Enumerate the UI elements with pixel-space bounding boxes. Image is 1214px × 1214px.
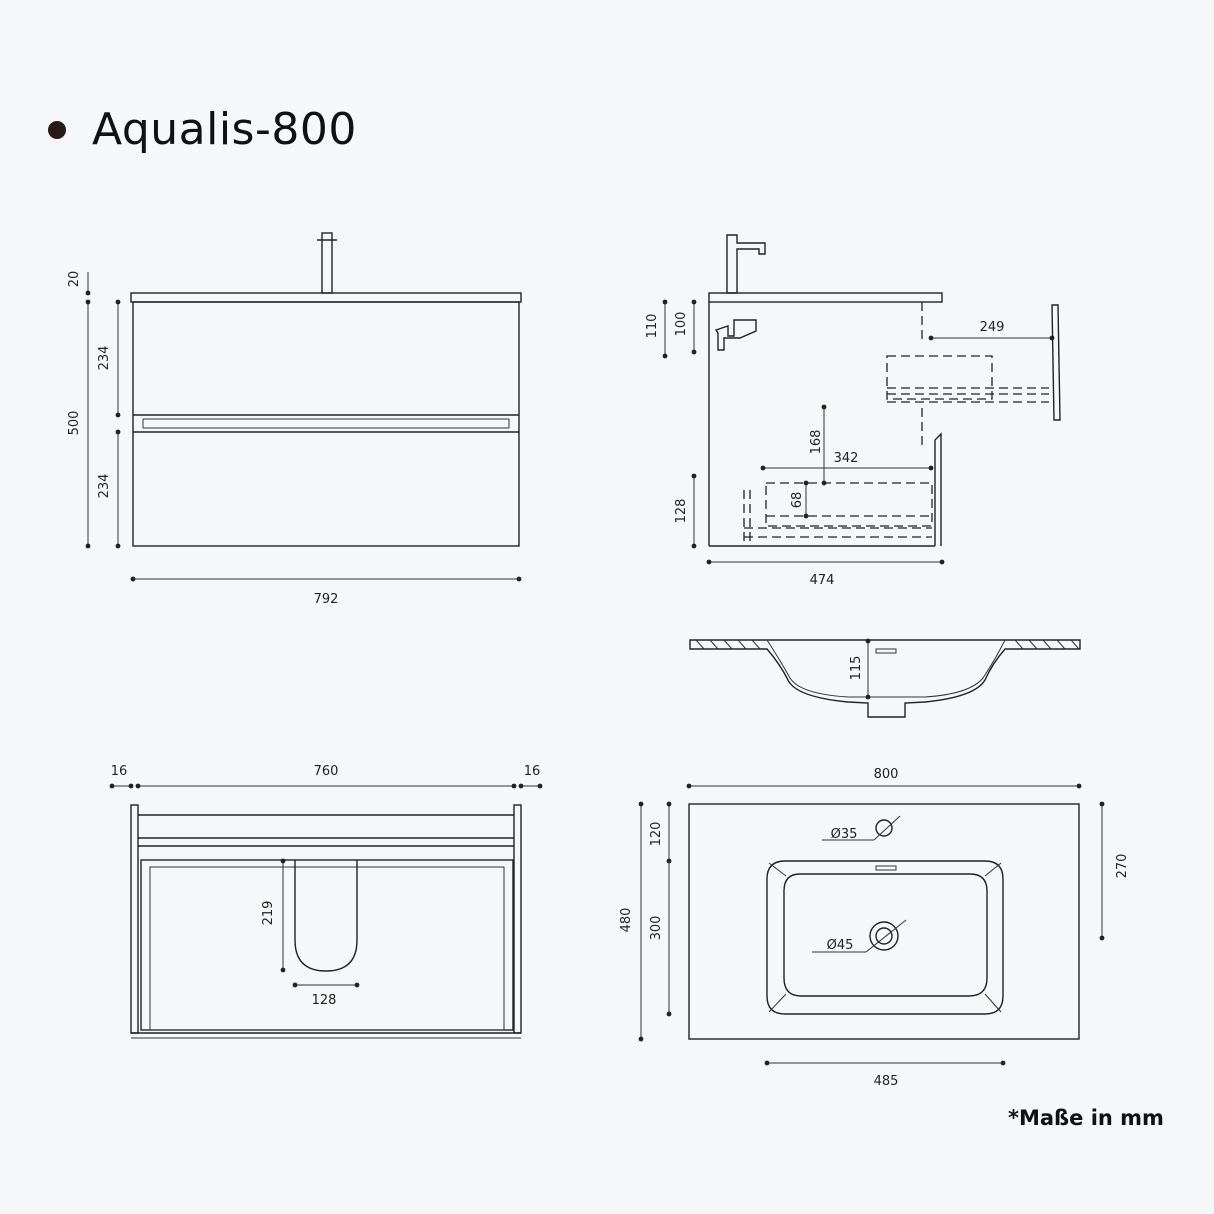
cab-dim-cutout-depth: 219 — [261, 901, 276, 926]
front-dim-drawer-bottom: 234 — [97, 474, 112, 499]
basin-top-view: 800 Ø35 Ø45 480 120 300 270 485 — [619, 767, 1130, 1089]
front-view: 20 500 234 234 792 — [67, 232, 522, 607]
units-note: *Maße in mm — [1008, 1106, 1164, 1130]
basin-bowl-outer — [766, 860, 1004, 1015]
basin-dim-drain-hole: Ø45 — [827, 938, 854, 953]
side-view: 110 100 128 249 342 168 68 474 — [645, 234, 1061, 588]
front-dim-top: 20 — [67, 271, 82, 288]
front-dim-drawer-top: 234 — [97, 346, 112, 371]
side-dim-110: 110 — [645, 314, 660, 339]
title-block: Aqualis-800 — [48, 104, 357, 155]
side-dim-inner-height: 168 — [809, 430, 824, 455]
side-siphon — [714, 319, 757, 351]
side-dim-lower-inner: 68 — [790, 492, 805, 509]
basin-section-dim-depth: 115 — [849, 656, 864, 681]
basin-top-outline — [688, 803, 1080, 1040]
front-cabinet — [132, 301, 520, 547]
side-lower-drawer — [765, 482, 933, 527]
title-bullet-icon — [48, 120, 66, 139]
side-upper-drawer — [886, 355, 993, 400]
cab-top-dim-right: 16 — [524, 764, 541, 779]
cab-left-side — [130, 804, 139, 1034]
page-title: Aqualis-800 — [92, 104, 357, 155]
basin-dim-depth: 480 — [619, 908, 634, 933]
basin-dim-tap-hole: Ø35 — [831, 827, 858, 842]
cab-dim-cutout-width: 128 — [312, 993, 337, 1008]
basin-dim-bowl-depth: 270 — [1115, 854, 1130, 879]
cab-top-dim-inner: 760 — [314, 764, 339, 779]
front-countertop — [130, 292, 522, 303]
side-countertop — [708, 292, 943, 303]
basin-dim-front-offset: 120 — [649, 822, 664, 847]
basin-bowl-inner — [783, 873, 988, 997]
side-upper-drawer-front — [1051, 304, 1061, 421]
basin-section-outline — [689, 639, 1081, 718]
drain-hole-icon — [869, 921, 899, 951]
front-faucet — [321, 232, 333, 294]
front-dim-height: 500 — [67, 411, 82, 436]
side-dim-lower-drawer: 342 — [834, 451, 859, 466]
side-dim-upper-drawer: 249 — [980, 320, 1005, 335]
front-dim-width: 792 — [314, 592, 339, 607]
side-faucet — [726, 234, 766, 294]
cab-siphon-cutout — [294, 860, 358, 972]
side-dim-depth: 474 — [810, 573, 835, 588]
side-dim-bottom: 128 — [674, 499, 689, 524]
basin-dim-width: 800 — [874, 767, 899, 782]
side-dim-100: 100 — [674, 312, 689, 337]
side-front-panel — [934, 432, 942, 546]
cabinet-top-view: 16 760 16 219 128 — [109, 764, 543, 1039]
cab-right-side — [513, 804, 522, 1034]
basin-dim-bowl-length: 300 — [649, 916, 664, 941]
basin-section-view: 115 — [689, 638, 1081, 718]
cab-top-dim-left: 16 — [111, 764, 128, 779]
tap-hole-icon — [875, 819, 893, 837]
basin-dim-bowl-width: 485 — [874, 1074, 899, 1089]
